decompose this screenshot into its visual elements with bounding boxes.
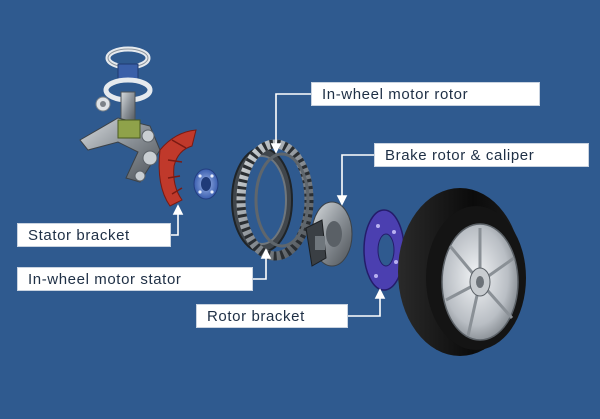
leader-line-motor-stator [253, 256, 267, 280]
leader-lines [171, 93, 386, 317]
rotor-bracket-part [363, 209, 405, 291]
leader-line-brake [341, 154, 374, 198]
label-stator-bracket: Stator bracket [17, 223, 171, 247]
leader-arrow-brake [336, 195, 348, 206]
leader-line-stator-bracket [171, 212, 179, 236]
hub-bearing [193, 168, 219, 200]
leader-arrow-rotor-bracket [374, 288, 386, 299]
leader-arrow-stator-bracket [172, 204, 184, 215]
wheel-and-tire [398, 188, 526, 356]
stator-bracket-part [158, 129, 197, 207]
brake-rotor-caliper-part [305, 201, 353, 267]
leader-line-motor-rotor [275, 93, 311, 146]
label-in-wheel-motor-stator: In-wheel motor stator [17, 267, 253, 291]
in-wheel-motor-rings [231, 139, 314, 261]
leader-arrow-motor-stator [260, 248, 272, 259]
leader-arrow-motor-rotor [270, 143, 282, 154]
label-rotor-bracket: Rotor bracket [196, 304, 348, 328]
label-brake-rotor-caliper: Brake rotor & caliper [374, 143, 589, 167]
label-in-wheel-motor-rotor: In-wheel motor rotor [311, 82, 540, 106]
suspension-strut [79, 46, 161, 183]
leader-line-rotor-bracket [348, 296, 381, 317]
